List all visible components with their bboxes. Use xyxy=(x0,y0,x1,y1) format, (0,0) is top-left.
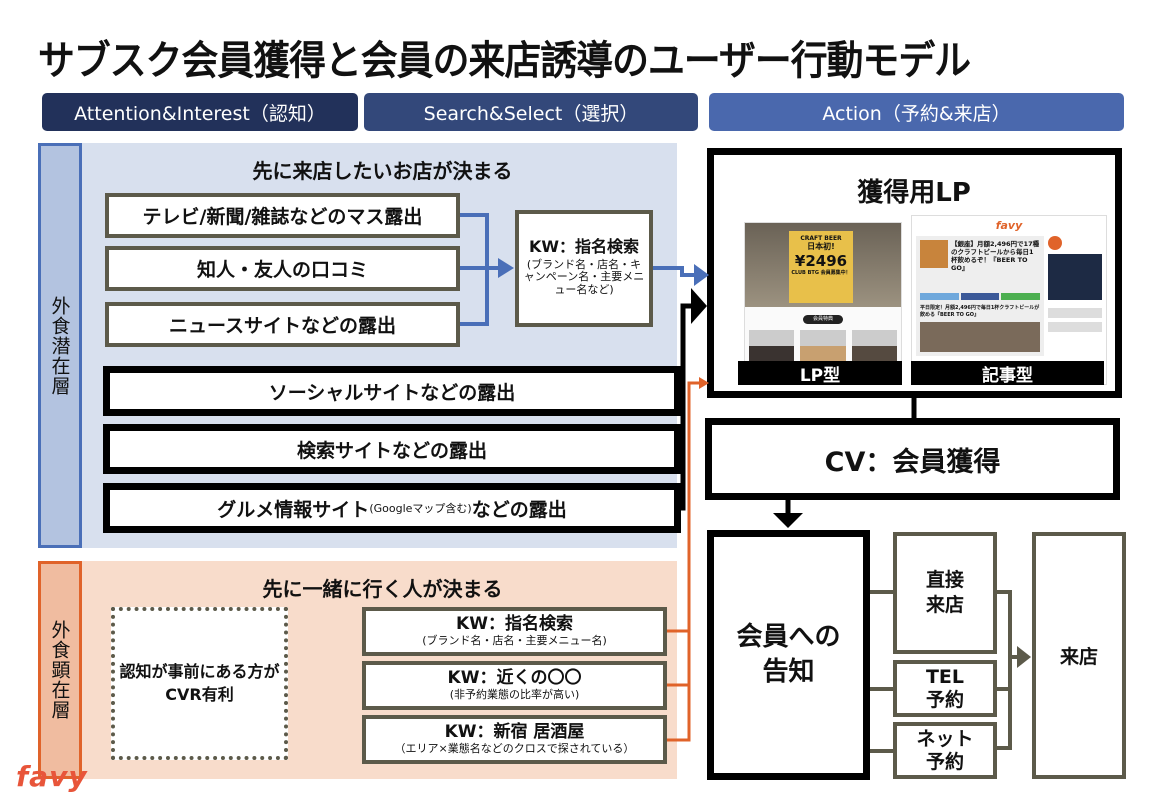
blue-connectors xyxy=(460,213,695,326)
blue-to-lp-line xyxy=(653,266,695,277)
lp-heading: 獲得用LP xyxy=(857,178,971,208)
olive-connectors xyxy=(870,590,1018,753)
kw-note: （エリア×業態名などのクロスで探されている） xyxy=(394,741,635,755)
article-body: 【銀座】月額2,496円で17種のクラフトビールから毎日1杯飲めるぞ！『BEER… xyxy=(916,236,1044,356)
latent-heading: 先に来店したいお店が決まる xyxy=(252,159,513,183)
route-tel-reservation: TEL 予約 xyxy=(893,660,997,717)
exposure-news-sites: ニュースサイトなどの露出 xyxy=(105,302,460,347)
article-headline: 【銀座】月額2,496円で17種のクラフトビールから毎日1杯飲めるぞ！『BEER… xyxy=(951,240,1040,273)
black-arrow-to-notify xyxy=(773,513,803,528)
exposure-search-sites: 検索サイトなどの露出 xyxy=(103,424,681,474)
lp-screenshot: CRAFT BEER 日本初! ¥2496 CLUB BTG 会員募集中！ 会員… xyxy=(744,222,902,384)
kw-title: KW：近くの〇〇 xyxy=(447,668,582,689)
exposure-word-of-mouth: 知人・友人の口コミ xyxy=(105,246,460,291)
article-sidebar xyxy=(1048,236,1102,356)
black-arrow-to-lp xyxy=(691,288,707,324)
article-type-label: 記事型 xyxy=(911,361,1104,386)
lp-promo-card: CRAFT BEER 日本初! ¥2496 CLUB BTG 会員募集中！ xyxy=(789,231,853,303)
orange-arrow-to-lp xyxy=(699,377,709,389)
kw-manifest-brand: KW：指名検索 (ブランド名・店名・主要メニュー名) xyxy=(362,607,667,656)
kw-note: (ブランド名・店名・主要メニュー名) xyxy=(422,633,607,647)
member-notification-box: 会員への 告知 xyxy=(707,530,870,780)
route-direct-visit: 直接 来店 xyxy=(893,532,997,654)
manifest-side-label: 外食顕在層 xyxy=(38,561,82,779)
orange-connectors xyxy=(667,381,700,742)
route-net-reservation: ネット 予約 xyxy=(893,722,997,779)
kw-manifest-nearby: KW：近くの〇〇 (非予約業態の比率が高い) xyxy=(362,661,667,710)
latent-side-label: 外食潜在層 xyxy=(38,143,82,548)
kw-brand-search-box: KW：指名検索 (ブランド名・店名・キャンペーン名・主要メニュー名など) xyxy=(515,210,653,327)
article-screenshot: favy 【銀座】月額2,496円で17種のクラフトビールから毎日1杯飲めるぞ！… xyxy=(911,215,1107,385)
gourmet-main: グルメ情報サイト xyxy=(217,498,370,521)
page-title: サブスク会員獲得と会員の来店誘導のユーザー行動モデル xyxy=(38,38,971,84)
article-logo: favy xyxy=(995,219,1023,232)
black-connectors xyxy=(680,303,917,514)
manifest-heading: 先に一緒に行く人が決まる xyxy=(262,577,503,601)
kw-brand-search-title: KW：指名検索 xyxy=(528,237,640,257)
gourmet-suffix: などの露出 xyxy=(471,498,567,521)
lp-hero: CRAFT BEER 日本初! ¥2496 CLUB BTG 会員募集中！ xyxy=(745,223,901,307)
phase-attention: Attention&Interest（認知） xyxy=(42,93,358,131)
lp-craft: CRAFT BEER xyxy=(800,235,842,242)
blue-arrow-to-kw xyxy=(498,258,514,278)
cvr-note-box: 認知が事前にある方が CVR有利 xyxy=(111,607,288,760)
favy-logo: favy xyxy=(16,760,88,793)
lp-price: ¥2496 xyxy=(794,251,848,270)
lp-type-label: LP型 xyxy=(738,361,902,386)
kw-title: KW：指名検索 xyxy=(456,614,573,635)
kw-brand-search-note: (ブランド名・店名・キャンペーン名・主要メニュー名など) xyxy=(523,257,645,297)
lp-section-pill: 会員特典 xyxy=(803,315,843,324)
gourmet-note: (Googleマップ含む) xyxy=(369,502,472,515)
blue-arrow-to-lp xyxy=(694,264,709,286)
kw-title: KW：新宿 居酒屋 xyxy=(444,722,585,743)
kw-note: (非予約業態の比率が高い) xyxy=(449,687,580,701)
lp-club: CLUB BTG 会員募集中！ xyxy=(791,269,851,276)
olive-arrow-to-visit xyxy=(1017,646,1031,668)
exposure-mass-media: テレビ/新聞/雑誌などのマス露出 xyxy=(105,193,460,238)
article-sub: 平日限定！月額2,496円で毎日1杯クラフトビールが飲める『BEER TO GO… xyxy=(920,304,1040,318)
cv-member-acquisition: CV：会員獲得 xyxy=(705,418,1120,500)
exposure-gourmet-sites: グルメ情報サイト(Googleマップ含む)などの露出 xyxy=(103,483,681,533)
phase-search: Search&Select（選択） xyxy=(364,93,698,131)
phase-action: Action（予約&来店） xyxy=(709,93,1124,131)
kw-manifest-area: KW：新宿 居酒屋 （エリア×業態名などのクロスで探されている） xyxy=(362,715,667,764)
lp-badge: 日本初! xyxy=(807,242,835,252)
exposure-social-sites: ソーシャルサイトなどの露出 xyxy=(103,366,681,416)
store-visit-box: 来店 xyxy=(1032,532,1126,779)
